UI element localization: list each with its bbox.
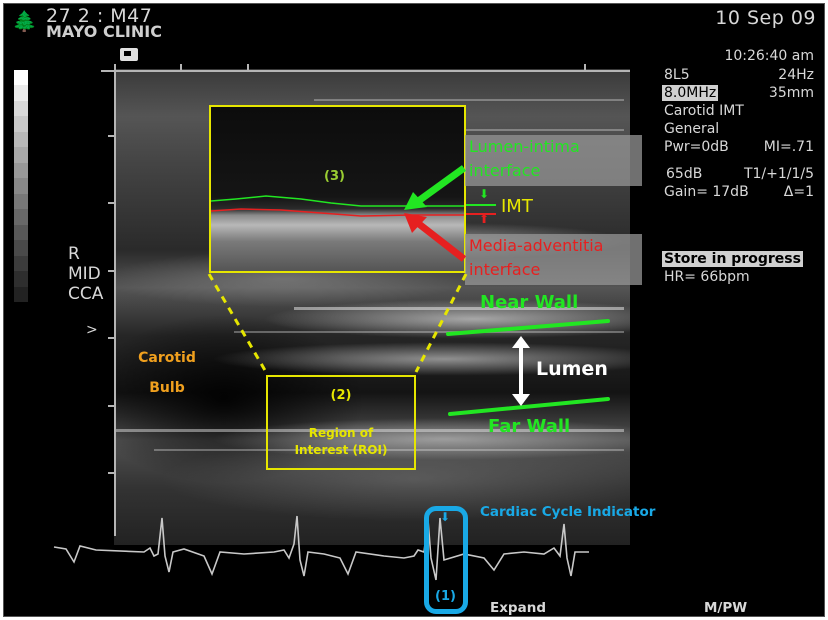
depth: 35mm	[768, 85, 814, 101]
focus-marker: >	[86, 322, 98, 338]
roi-number: (2)	[330, 388, 352, 403]
tree-icon: 🌲	[12, 9, 37, 33]
ecg-trace	[53, 515, 589, 581]
mode: General	[664, 121, 720, 137]
red-arrow-icon	[404, 213, 467, 262]
cardiac-cycle-label: Cardiac Cycle Indicator	[480, 504, 656, 520]
down-arrow-icon: ⬇	[479, 187, 490, 201]
dynamic-range: 65dB	[666, 166, 703, 182]
media-adventitia-label-bg	[465, 234, 642, 285]
mode-pw-button[interactable]: M/PW	[704, 600, 748, 616]
lumen-label: Lumen	[536, 358, 608, 380]
ultrasound-display: 🌲 27 2 : M47 MAYO CLINIC 10 Sep 09 10:26…	[3, 3, 825, 617]
gain: Gain= 17dB	[664, 184, 749, 200]
store-status: Store in progress	[662, 251, 803, 267]
study-id: 27 2 : M47	[46, 5, 153, 27]
frame-rate: 24Hz	[778, 67, 814, 83]
mechanical-index: MI=.71	[763, 139, 814, 155]
green-arrow-icon	[404, 165, 467, 210]
institution-name: MAYO CLINIC	[46, 22, 162, 41]
roi-box[interactable]	[266, 375, 416, 470]
up-arrow-icon: ⬆	[479, 212, 490, 226]
near-wall-label: Near Wall	[480, 292, 579, 313]
delta: Δ=1	[783, 184, 814, 200]
down-arrow-icon: ⬇	[440, 510, 451, 524]
frequency: 8.0MHz	[662, 85, 719, 101]
power: Pwr=0dB	[664, 139, 729, 155]
depth-axis-top	[101, 70, 630, 72]
clock-time: 10:26:40 am	[724, 48, 814, 64]
lumen-intima-label-bg	[465, 135, 642, 186]
grayscale-bar	[14, 70, 28, 303]
side-label-mid: MID	[68, 264, 101, 284]
zoomed-inset: (3)	[209, 105, 466, 273]
side-label-r: R	[68, 244, 80, 264]
expand-button[interactable]: Expand	[490, 600, 546, 616]
imt-label: IMT	[501, 196, 533, 217]
wall-lines	[446, 319, 610, 416]
roi-label: Region of Interest (ROI)	[294, 426, 388, 457]
preset: Carotid IMT	[664, 103, 744, 119]
side-label-cca: CCA	[68, 284, 104, 304]
depth-axis-left	[114, 64, 116, 536]
cardiac-cycle-indicator[interactable]	[424, 506, 468, 614]
cardiac-number: (1)	[435, 589, 456, 604]
zoom-label: (3)	[324, 169, 345, 184]
probe-model: 8L5	[664, 67, 690, 83]
carotid-bulb-label: Carotid Bulb	[138, 350, 196, 396]
media-adventitia-label: Media-adventitia interface	[469, 236, 604, 279]
tissue-settings: T1/+1/1/5	[743, 166, 814, 182]
far-wall-label: Far Wall	[488, 416, 571, 437]
probe-orientation-icon	[120, 48, 138, 61]
zoom-connector-lines	[207, 273, 468, 373]
exam-date: 10 Sep 09	[715, 7, 816, 29]
heart-rate: HR= 66bpm	[664, 269, 750, 285]
lumen-intima-label: Lumen-intima interface	[469, 137, 580, 180]
